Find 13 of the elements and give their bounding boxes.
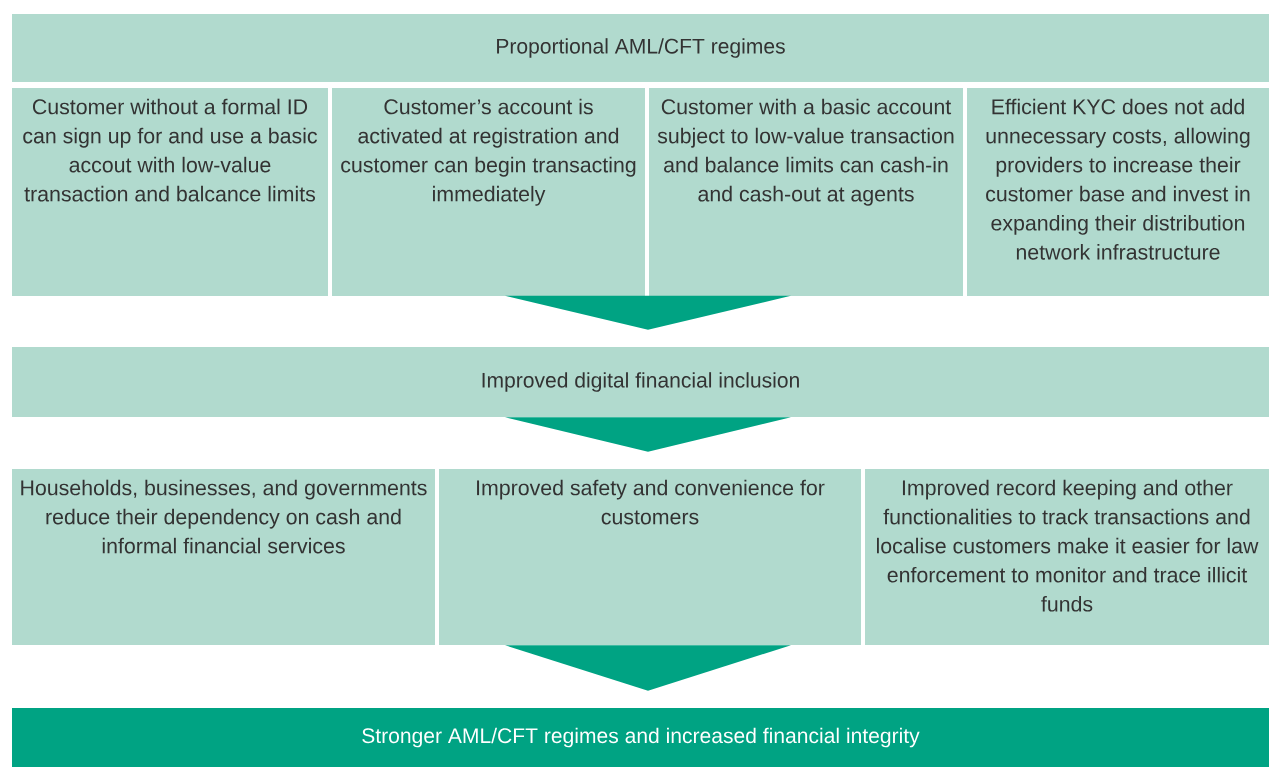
text-box: Customer without a formal ID can sign up for and use a basic accout with low-value transaction and balcance limits xyxy=(12,88,328,296)
text-box: Efficient KYC does not add unnecessary costs, allowing providers to increase their customer base and invest in expanding their distribution network infrastructure xyxy=(967,88,1269,296)
arrow xyxy=(505,645,791,691)
result-band: Stronger AML/CFT regimes and increased financial integrity xyxy=(12,708,1269,767)
arrow xyxy=(505,417,791,452)
heading-band: Improved digital financial inclusion xyxy=(12,347,1269,417)
text-box: Improved record keeping and other functionalities to track transactions and localise customers make it easier for law enforcement to monitor and trace illicit funds xyxy=(865,469,1269,645)
text-box: Households, businesses, and governments reduce their dependency on cash and informal financial services xyxy=(12,469,435,645)
arrow xyxy=(505,295,791,330)
text-box: Improved safety and convenience for customers xyxy=(439,469,861,645)
text-box: Customer’s account is activated at registration and customer can begin transacting immediately xyxy=(332,88,645,296)
heading-band: Proportional AML/CFT regimes xyxy=(12,14,1269,82)
text-box: Customer with a basic account subject to low-value transaction and balance limits can cash-in and cash-out at agents xyxy=(649,88,963,296)
